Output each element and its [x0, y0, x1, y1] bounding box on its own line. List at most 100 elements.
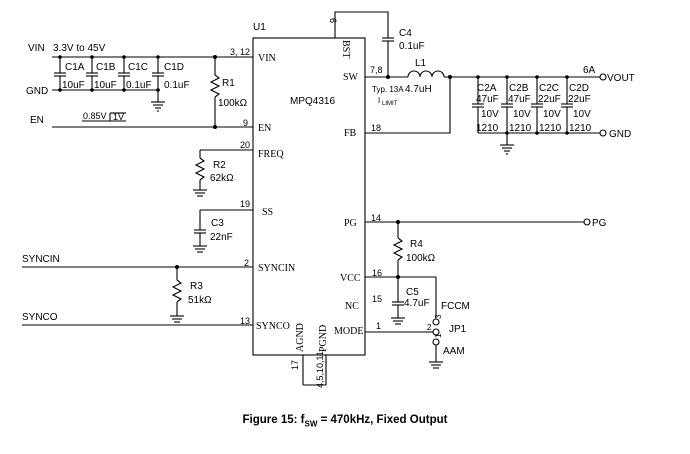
caption-sub: SW [304, 419, 318, 429]
en-label: EN [30, 115, 44, 126]
gnd-left-label: GND [26, 86, 48, 97]
r4-ref: R4 [410, 239, 423, 250]
vout-label: VOUT [607, 73, 635, 84]
c2b-value: 47uF [508, 94, 531, 105]
pin-mode-name: MODE [334, 326, 363, 337]
c1c-value: 0.1uF [126, 80, 152, 91]
gnd-pins-section [302, 355, 327, 386]
c1b-ref: C1B [96, 62, 116, 73]
ground-symbol-r2 [193, 189, 207, 197]
pin-fb-num: 18 [371, 123, 381, 133]
ic-part: MPQ4316 [290, 96, 335, 107]
c2c-size: 1210 [539, 123, 562, 134]
pin-sw-name: SW [343, 72, 359, 83]
c2d-voltage: 10V [573, 109, 591, 120]
r3-value: 51kΩ [188, 295, 212, 306]
c2b-ref: C2B [509, 83, 529, 94]
jp1-ref: JP1 [449, 324, 467, 335]
vout-terminal [599, 73, 607, 81]
freq-ss-section: R2 62kΩ C3 22nF [193, 149, 253, 253]
pin-ss-name: SS [262, 207, 273, 218]
pin-ss-num: 19 [240, 199, 250, 209]
pin-nc-name: NC [345, 301, 359, 312]
pg-label: PG [592, 218, 607, 229]
c2a-value: 47uF [476, 94, 499, 105]
ground-symbol-c3 [193, 245, 207, 253]
pin-fb-name: FB [344, 128, 357, 139]
c2d-size: 1210 [569, 123, 592, 134]
en-1v-label: 1V [113, 112, 124, 122]
c2d-ref: C2D [569, 83, 589, 94]
output-section: C4 0.1uF L1 4.7uH Typ. 13A I LIMIT [334, 11, 635, 155]
pg-vcc-mode-section: PG R4 100kΩ C5 4.7uF [365, 218, 607, 369]
pin-nc-num: 15 [372, 294, 382, 304]
pin-vin-name: VIN [258, 53, 276, 64]
caption-prefix: Figure 15: f [242, 414, 305, 426]
c2b-voltage: 10V [513, 109, 531, 120]
c2a-voltage: 10V [481, 109, 499, 120]
l1-note-sub: LIMIT [382, 101, 398, 107]
ground-symbol-c2 [500, 144, 514, 155]
ic-ref: U1 [253, 22, 266, 33]
c4-value: 0.1uF [399, 41, 425, 52]
c1d-value: 0.1uF [164, 80, 190, 91]
jp1-pin3: 3 [434, 314, 443, 319]
pin-bst-name: BST [340, 40, 351, 58]
pin-syncin-name: SYNCIN [258, 263, 295, 274]
ic-body [252, 37, 366, 356]
pin-bst-num: 6 [328, 18, 338, 23]
l1-note-i: I [378, 96, 380, 105]
jp1-pin2: 2 [427, 323, 432, 332]
gnd-right-label: GND [609, 129, 631, 140]
pin-vcc-name: VCC [340, 273, 361, 284]
pin-sw-num: 7,8 [370, 65, 383, 75]
c2c-value: 22uF [538, 94, 561, 105]
c2c-voltage: 10V [543, 109, 561, 120]
c2a-size: 1210 [476, 123, 499, 134]
pin-vin-num: 3, 12 [230, 47, 250, 57]
r3-ref: R3 [190, 281, 203, 292]
l1-value: 4.7uH [405, 84, 432, 95]
input-section: VIN 3.3V to 45V GND EN 0.85V 1V C1A 10uF… [26, 43, 253, 129]
pin-pg-num: 14 [371, 213, 381, 223]
pin-pgnd-num: 4,5,10,11 [315, 351, 325, 388]
jumper-jp1 [429, 318, 443, 369]
c1c-ref: C1C [128, 62, 148, 73]
caption-suffix: = 470kHz, Fixed Output [317, 414, 448, 426]
jp1-aam: AAM [443, 346, 465, 357]
c5-ref: C5 [406, 287, 419, 298]
jp1-pin1: 1 [434, 333, 443, 338]
r4-value: 100kΩ [406, 253, 436, 264]
c2d-value: 22uF [568, 94, 591, 105]
pin-agnd-num: 17 [290, 360, 300, 370]
ground-symbol-r3 [170, 315, 184, 323]
r1-value: 100kΩ [218, 98, 248, 109]
c4-ref: C4 [399, 28, 412, 39]
c1a-value: 10uF [62, 80, 85, 91]
figure-caption: Figure 15: fSW = 470kHz, Fixed Output [0, 414, 690, 428]
syncin-label: SYNCIN [22, 254, 60, 265]
vin-label: VIN [28, 43, 45, 54]
l1-ref: L1 [415, 58, 427, 69]
pin-en-num: 9 [243, 118, 248, 128]
r1-ref: R1 [222, 78, 235, 89]
pin-freq-num: 20 [240, 140, 250, 150]
vout-current-label: 6A [583, 65, 596, 76]
c3-ref: C3 [211, 218, 224, 229]
c1b-value: 10uF [94, 80, 117, 91]
c2c-ref: C2C [539, 83, 559, 94]
r2-ref: R2 [213, 160, 226, 171]
c2a-ref: C2A [477, 83, 497, 94]
c1d-ref: C1D [164, 62, 184, 73]
sync-section: SYNCIN SYNCO R3 51kΩ [22, 254, 253, 326]
l1-note-prefix: Typ. 13A [372, 85, 404, 94]
vin-range-label: 3.3V to 45V [53, 43, 106, 54]
c1a-ref: C1A [65, 62, 85, 73]
pin-mode-num: 1 [376, 321, 381, 331]
pin-en-name: EN [258, 123, 271, 134]
inductor-l1 [407, 70, 445, 78]
ground-symbol-c1 [151, 101, 165, 112]
pin-synco-num: 13 [240, 316, 250, 326]
gnd-right-terminal [599, 129, 607, 137]
pin-synco-name: SYNCO [256, 321, 290, 332]
